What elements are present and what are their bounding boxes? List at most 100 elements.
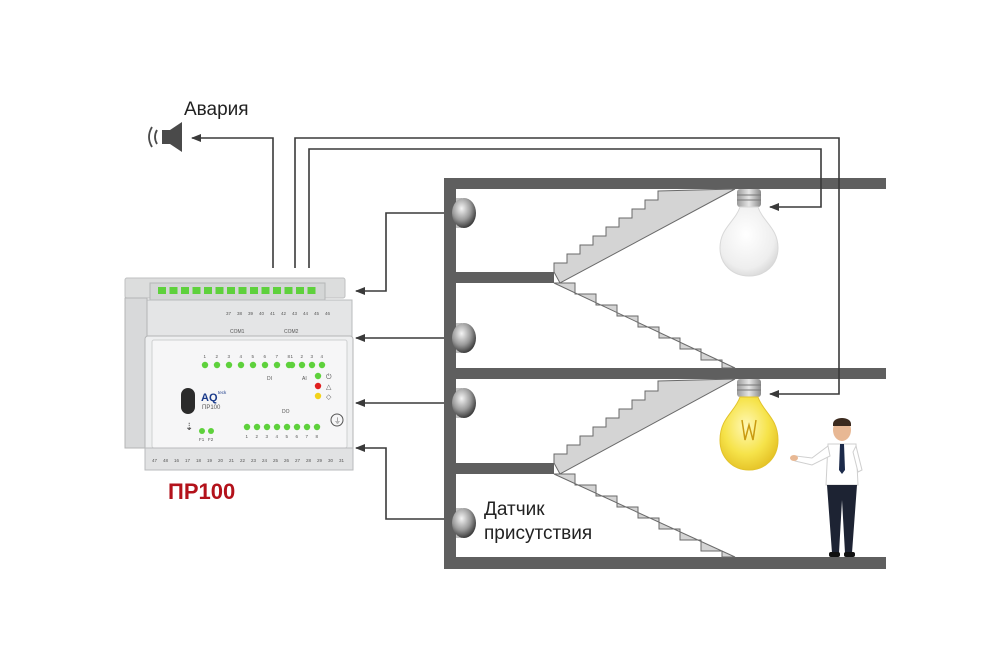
floor-slab-3: [444, 272, 554, 283]
floor-slab-ground: [444, 557, 886, 569]
terminal-screw[interactable]: [192, 287, 201, 294]
earth-icon: [330, 413, 344, 427]
terminal-screw[interactable]: [307, 287, 316, 294]
do-number: 5: [286, 434, 289, 439]
left-wall: [444, 178, 456, 569]
terminal-number: 48: [163, 458, 169, 463]
do-led: [293, 423, 301, 431]
terminal-number: 25: [273, 458, 279, 463]
di-number: 5: [252, 354, 255, 359]
terminal-screw[interactable]: [284, 287, 293, 294]
terminal-number: 45: [314, 311, 320, 316]
terminal-number: 40: [259, 311, 265, 316]
power-icon: ⏻: [326, 373, 332, 381]
terminal-number: 39: [248, 311, 254, 316]
terminal-number: 27: [295, 458, 301, 463]
floor-slab-2: [444, 368, 886, 379]
staircase-upper-falling: [553, 282, 736, 369]
di-led: [261, 361, 269, 369]
staircase-lower-rising: [553, 378, 736, 475]
terminal-screw[interactable]: [296, 287, 304, 294]
terminal-number: 24: [262, 458, 268, 463]
terminal-number: 42: [281, 311, 287, 316]
terminal-number: 23: [251, 458, 257, 463]
di-number: 3: [228, 354, 231, 359]
terminal-number: 28: [306, 458, 312, 463]
terminal-screw[interactable]: [238, 287, 247, 294]
di-led: [249, 361, 257, 369]
terminal-number: 22: [240, 458, 246, 463]
terminal-number: 44: [303, 311, 309, 316]
terminal-number: 41: [270, 311, 276, 316]
presence-sensor-floor-4: [452, 198, 476, 228]
terminal-number: 31: [339, 458, 345, 463]
service-button[interactable]: [181, 388, 195, 414]
terminal-number: 18: [196, 458, 202, 463]
do-number: 6: [296, 434, 299, 439]
floor-slab-top: [444, 178, 886, 189]
usb-icon: ⇣: [185, 422, 193, 433]
ai-label: AI: [302, 376, 307, 382]
wires: [191, 134, 840, 520]
fuse-label-1: F1: [199, 437, 205, 442]
brand-suffix: teck: [218, 390, 227, 395]
fuse-label-2: F2: [208, 437, 214, 442]
di-number: 4: [240, 354, 243, 359]
terminal-number: 16: [174, 458, 180, 463]
terminal-number: 47: [152, 458, 158, 463]
ai-number: 4: [321, 354, 324, 359]
earth-icon-glyph: ⏚: [334, 417, 341, 425]
terminal-screw[interactable]: [273, 287, 281, 294]
do-label: DO: [282, 409, 290, 415]
fuse-led-1: [199, 428, 205, 434]
terminal-number: 21: [229, 458, 235, 463]
do-led: [263, 423, 271, 431]
ai-led: [318, 361, 326, 369]
ai-led: [298, 361, 306, 369]
wire-sensor-1: [355, 444, 444, 520]
wire-alarm: [191, 134, 274, 268]
di-led: [213, 361, 221, 369]
terminal-screw[interactable]: [181, 287, 189, 294]
do-led: [273, 423, 281, 431]
terminal-number: 19: [207, 458, 213, 463]
presence-sensor-floor-3: [452, 323, 476, 353]
di-number: 8: [288, 354, 291, 359]
di-number: 6: [264, 354, 267, 359]
terminal-number: 43: [292, 311, 298, 316]
terminal-number: 20: [218, 458, 224, 463]
terminal-number: 26: [284, 458, 290, 463]
terminal-screw[interactable]: [158, 287, 166, 294]
warning-triangle-icon: △: [326, 384, 332, 391]
do-number: 8: [316, 434, 319, 439]
status-led-warning: [314, 392, 322, 400]
di-led: [201, 361, 209, 369]
terminal-screw[interactable]: [169, 287, 178, 294]
wire-sensor-4: [355, 212, 444, 295]
do-led: [253, 423, 261, 431]
brand-logo: AQ: [201, 392, 218, 404]
do-number: 2: [256, 434, 259, 439]
terminal-screw[interactable]: [215, 287, 224, 294]
terminal-screw[interactable]: [227, 287, 235, 294]
ai-led: [308, 361, 316, 369]
top-terminal-connectors: [158, 287, 316, 294]
ai-led: [288, 361, 296, 369]
terminal-screw[interactable]: [204, 287, 212, 294]
terminal-screw[interactable]: [250, 287, 258, 294]
di-number: 2: [216, 354, 219, 359]
ai-number: 2: [301, 354, 304, 359]
sensor-label-line2: присутствия: [484, 523, 592, 544]
do-led: [243, 423, 251, 431]
staircase-lower-falling: [553, 473, 736, 558]
terminal-number: 46: [325, 311, 331, 316]
com1-label: COM1: [230, 329, 245, 335]
wire-bulb-off: [294, 137, 840, 398]
model-label: ПР100: [202, 405, 221, 411]
terminal-screw[interactable]: [261, 287, 270, 294]
wire-bulb-on: [308, 148, 822, 268]
ai-number: 3: [311, 354, 314, 359]
